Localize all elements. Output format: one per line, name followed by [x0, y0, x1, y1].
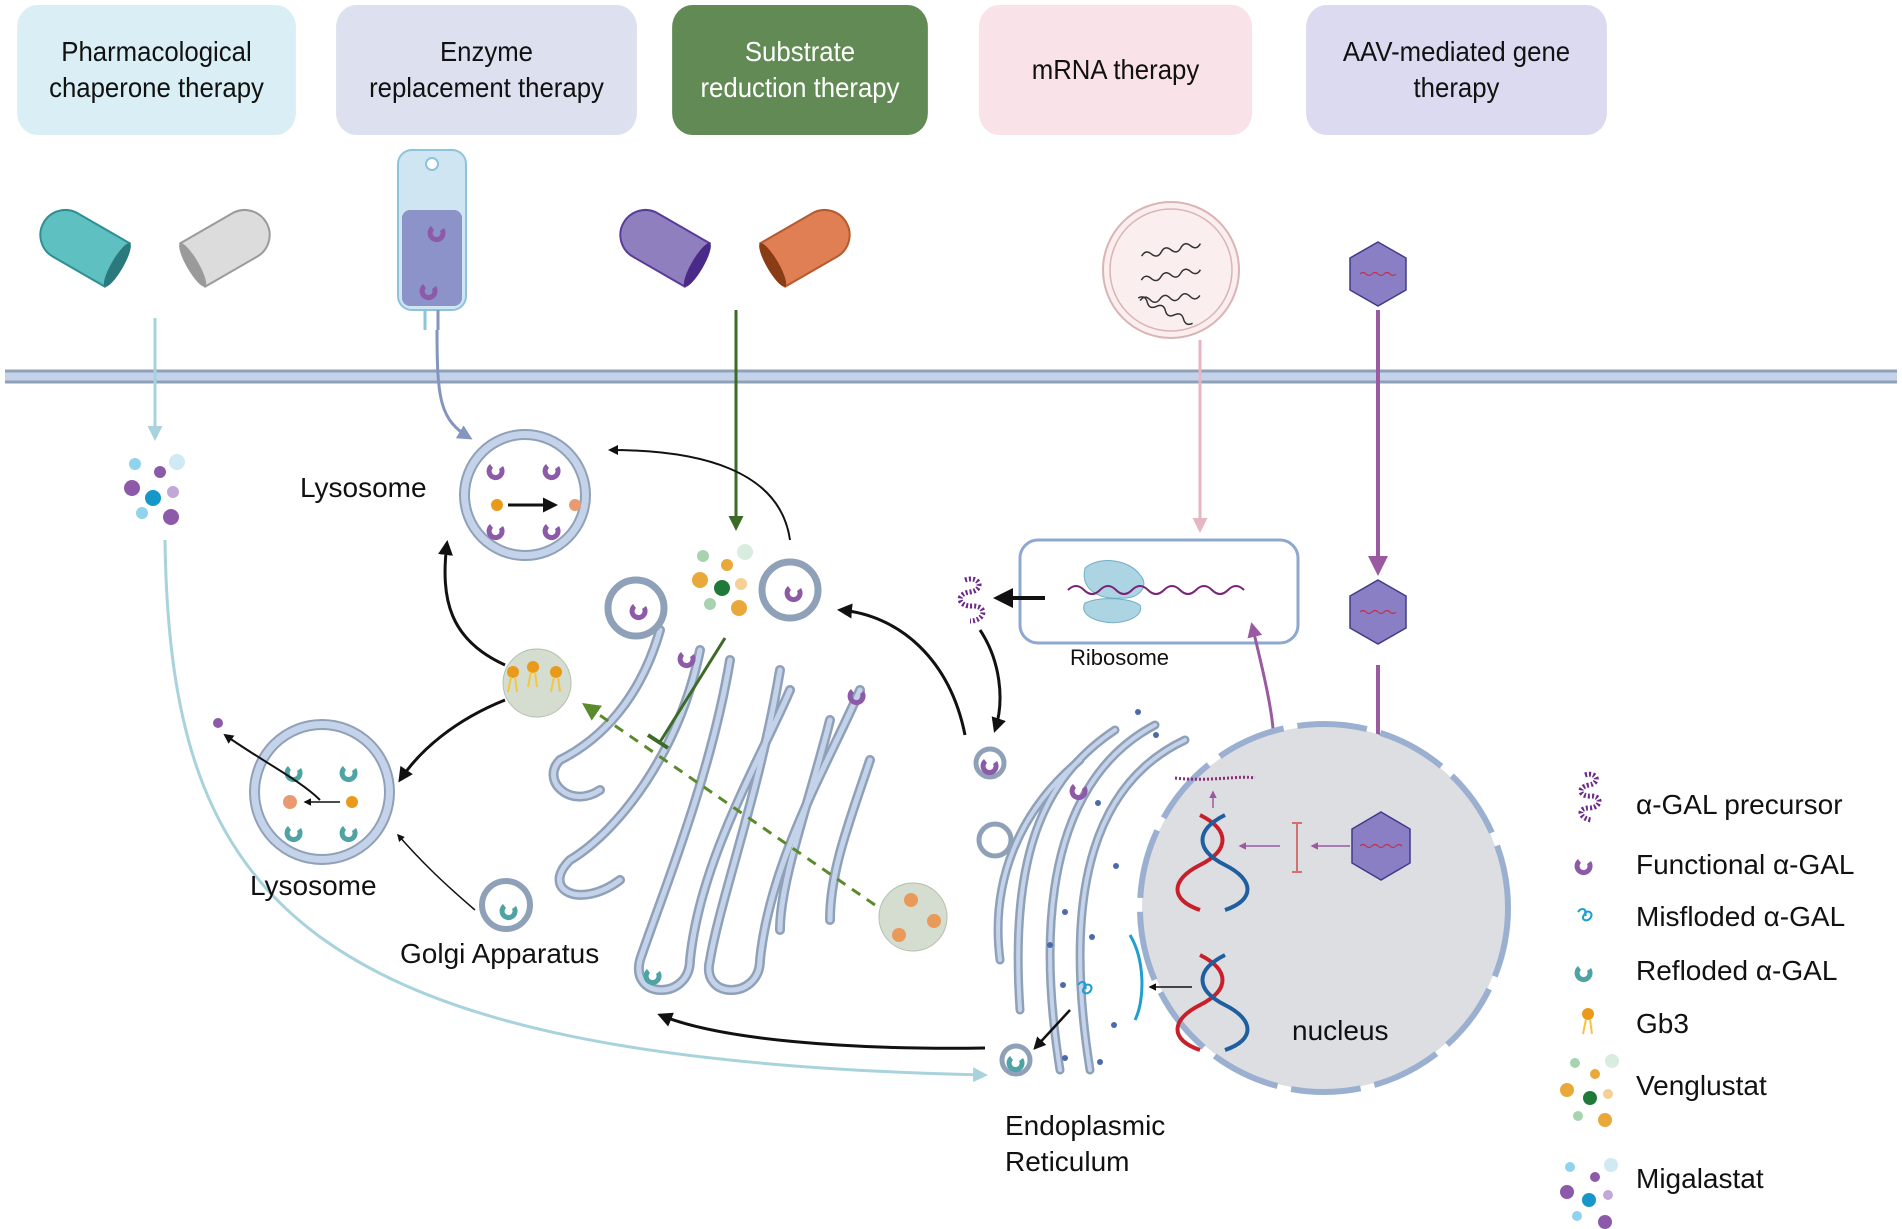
header-pharmacological-chaperone-therapy: Pharmacological chaperone therapy: [17, 5, 296, 135]
label-endoplasmic-reticulum: Endoplasmic Reticulum: [1005, 1110, 1166, 1177]
legend-icon-misfolded: [1577, 908, 1593, 922]
dna-helix-icon: [1175, 953, 1250, 1052]
legend-icon-gb3: [1581, 1007, 1595, 1035]
legend-label-migalastat: Migalastat: [1636, 1163, 1764, 1194]
cell-membrane: [5, 369, 1897, 384]
arrow-precursor-to-er: [978, 629, 1006, 733]
chaperone-to-er-arrow: [163, 539, 988, 1083]
label-ribosome: Ribosome: [1070, 645, 1170, 670]
arrow-gb3-to-lysosome-2: [398, 698, 506, 783]
er-lumen: [996, 723, 1187, 1072]
legend-icon-precursor: [1578, 771, 1602, 823]
legend-icon-refolded: [1574, 966, 1593, 983]
er-vesicle: [973, 746, 1033, 1077]
legend-label-precursor: α-GAL precursor: [1636, 789, 1843, 820]
arrow-er-to-golgi-top: [837, 603, 967, 736]
capsule-substrate-reduction-icon: [619, 209, 851, 289]
gb3-vesicle: [502, 648, 572, 718]
nucleus: [1137, 721, 1511, 1095]
legend-label-functional: Functional α-GAL: [1636, 849, 1855, 880]
arrow-golgi-to-top-lysosome: [608, 445, 791, 541]
header-aav-gene-therapy: AAV-mediated gene therapy: [1306, 5, 1607, 135]
transgene-cassette-icon: [1292, 822, 1302, 873]
misfolded-alpha-gal-icon: [1077, 981, 1093, 995]
legend-label-gb3: Gb3: [1636, 1008, 1689, 1039]
golgi-apparatus: [548, 625, 875, 995]
migalastat-cluster-icon: [124, 454, 185, 525]
label-golgi-apparatus: Golgi Apparatus: [400, 938, 600, 969]
legend-icon-functional: [1574, 859, 1593, 876]
golgi-vesicle: [479, 558, 822, 932]
header-substrate-reduction-therapy: Substrate reduction therapy: [672, 5, 928, 135]
arrow-misfolded-to-vesicle: [1033, 1009, 1071, 1050]
aav-capsid-icon: [1349, 241, 1407, 307]
legend-label-venglustat: Venglustat: [1636, 1070, 1767, 1101]
substrate-vesicle: [878, 882, 948, 952]
alpha-gal-precursor-icon: [957, 576, 986, 624]
label-nucleus: nucleus: [1292, 1015, 1389, 1046]
arrow-er-to-golgi: [657, 1012, 986, 1050]
ribosome-box: [1018, 538, 1300, 645]
capsule-chaperone-icon: [39, 209, 271, 289]
dashed-gb3-synthesis-arrow: [582, 702, 876, 907]
lysosome-top: [459, 429, 591, 561]
ert-arrow: [435, 329, 473, 440]
label-lysosome-top: Lysosome: [300, 472, 427, 503]
legend-label-refolded: Refloded α-GAL: [1636, 955, 1838, 986]
aav-capsid-icon: [1351, 811, 1411, 881]
header-enzyme-replacement-therapy: Enzyme replacement therapy: [336, 5, 637, 135]
arrow-gb3-to-lysosome: [438, 540, 506, 667]
srt-inhibition-line: [658, 637, 727, 743]
lysosome-bottom: [213, 718, 395, 865]
dna-helix-icon: [1175, 813, 1250, 912]
er-ribosome-dots: [1047, 709, 1159, 1065]
arrow-golgi-to-lysosome: [397, 833, 476, 911]
misfolded-mrna: [1128, 934, 1144, 1021]
legend-label-misfolded: Misfloded α-GAL: [1636, 901, 1846, 932]
golgi-apparatus-inner: [551, 627, 873, 993]
aav-capsid-icon: [1349, 579, 1407, 645]
header-mrna-therapy: mRNA therapy: [978, 5, 1253, 135]
legend-icon-venglustat: [1560, 1054, 1619, 1127]
venglustat-cluster-icon: [692, 544, 753, 616]
label-lysosome-bottom: Lysosome: [250, 870, 377, 901]
mrna-nanoparticle-icon: [1102, 201, 1240, 339]
inhibition-bar: [646, 733, 670, 750]
legend-icon-migalastat: [1560, 1158, 1618, 1229]
iv-bag-icon: [397, 149, 467, 330]
